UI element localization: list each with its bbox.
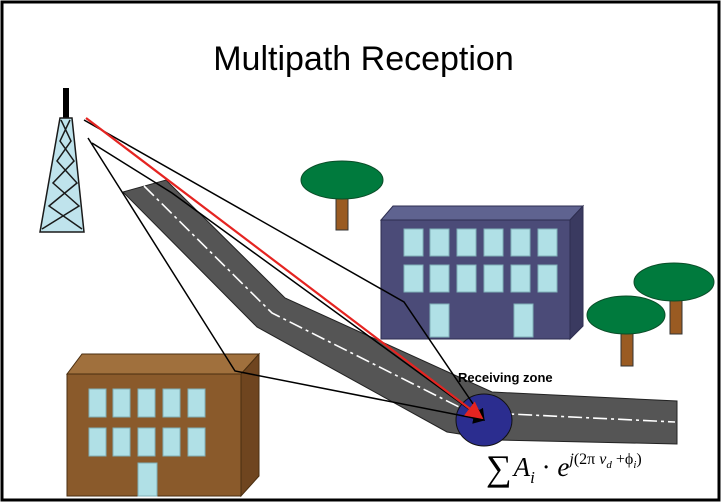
building-brown xyxy=(66,352,261,498)
formula-dot: · xyxy=(541,452,551,482)
formula-exp-v-index: d xyxy=(606,459,612,471)
formula-exp-plus: + xyxy=(615,451,625,468)
path-direct xyxy=(85,117,484,420)
tree-right-front xyxy=(586,295,666,367)
road-centerline xyxy=(143,185,676,423)
formula-sum: ∑ xyxy=(486,448,512,488)
tree-right-back xyxy=(633,262,715,335)
path-reflected-blue-building xyxy=(83,119,485,421)
path-reflected-road xyxy=(91,142,485,421)
building-blue xyxy=(379,204,585,341)
formula-exp-open: (2π xyxy=(573,451,596,468)
formula-exp-j: j xyxy=(569,451,574,468)
formula-amplitude: A xyxy=(513,452,531,482)
formula-amplitude-index: i xyxy=(530,468,535,487)
tree-top xyxy=(300,160,384,231)
diagram-title: Multipath Reception xyxy=(213,40,514,78)
reflected-paths xyxy=(83,119,486,424)
road xyxy=(122,179,678,445)
formula-exp-close: ) xyxy=(636,451,642,468)
path-reflected-brown-building xyxy=(87,137,486,424)
antenna-tower-icon xyxy=(39,88,85,233)
formula-exp-v: v xyxy=(599,451,607,468)
formula-exp-phi-index: i xyxy=(633,459,637,471)
formula-exponent: j(2π vd +ϕi) xyxy=(569,451,642,471)
receiving-zone-label: Receiving zone xyxy=(458,370,553,385)
formula-base: e xyxy=(557,452,570,482)
formula-exp-phi: ϕ xyxy=(624,451,634,468)
multipath-formula: ∑Ai · ej(2π vd +ϕi) xyxy=(486,447,642,489)
